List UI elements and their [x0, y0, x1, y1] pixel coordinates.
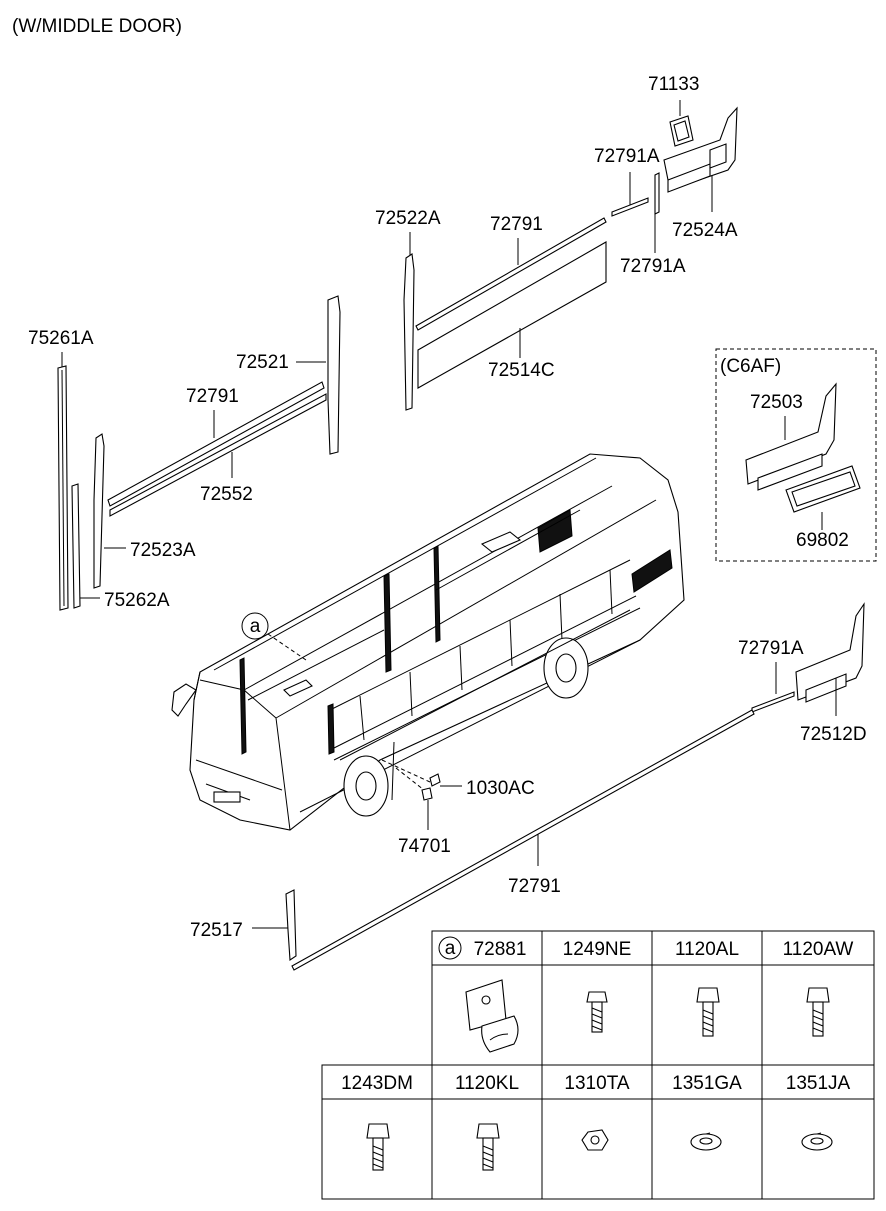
- washer-icon: [801, 1132, 833, 1151]
- label-72791A-top: 72791A: [594, 146, 660, 167]
- bus-body: [171, 453, 685, 831]
- callout-a-circle: [241, 612, 269, 640]
- part-72791-upper-strip: [415, 217, 607, 331]
- part-72791A-strip-top: [611, 197, 649, 217]
- label-72517: 72517: [190, 920, 243, 941]
- label-c6af: (C6AF): [720, 356, 781, 377]
- label-1030AC: 1030AC: [466, 778, 535, 799]
- table-code-1120AL: 1120AL: [675, 939, 739, 960]
- table-code-72881: 72881: [474, 939, 527, 960]
- label-75261A: 75261A: [28, 328, 94, 349]
- table-code-1310TA: 1310TA: [564, 1073, 629, 1094]
- table-callout-a-circle: [438, 936, 462, 960]
- bolt-icon: [586, 991, 608, 1033]
- label-72791A-right: 72791A: [738, 638, 804, 659]
- part-72521-pillar: [327, 295, 341, 455]
- part-72791A-strip-right: [751, 691, 795, 713]
- part-72517-pillar: [285, 889, 297, 961]
- table-callout-a-letter: a: [445, 938, 456, 959]
- part-72524A-panel: [663, 106, 738, 193]
- label-72524A: 72524A: [672, 220, 738, 241]
- part-72523A-pillar: [93, 433, 105, 589]
- label-72791-left: 72791: [186, 386, 239, 407]
- label-72791-upper: 72791: [490, 214, 543, 235]
- label-72503: 72503: [750, 392, 803, 413]
- clip-bracket-icon: [465, 979, 519, 1053]
- table-code-1249NE: 1249NE: [563, 939, 632, 960]
- diagram-title: (W/MIDDLE DOOR): [12, 16, 182, 37]
- table-code-1120AW: 1120AW: [783, 939, 854, 960]
- bolt-icon: [476, 1123, 500, 1171]
- label-72522A: 72522A: [375, 208, 441, 229]
- label-74701: 74701: [398, 836, 451, 857]
- label-72521: 72521: [236, 352, 289, 373]
- part-72791-left-strip: [107, 381, 325, 507]
- label-71133: 71133: [648, 74, 699, 95]
- bolt-icon: [696, 987, 720, 1037]
- label-69802: 69802: [796, 530, 849, 551]
- bolt-icon: [806, 987, 830, 1037]
- part-72514C-panel: [417, 241, 607, 389]
- callout-a-letter: a: [250, 616, 261, 637]
- washer-icon: [690, 1132, 722, 1151]
- table-code-1351GA: 1351GA: [672, 1073, 742, 1094]
- table-code-1243DM: 1243DM: [341, 1073, 413, 1094]
- bolt-icon: [366, 1123, 390, 1171]
- part-72512D-panel: [795, 602, 865, 703]
- part-74701-clip: [421, 787, 433, 801]
- table-code-1120KL: 1120KL: [455, 1073, 519, 1094]
- label-72791A-mid: 72791A: [620, 256, 686, 277]
- nut-icon: [581, 1129, 609, 1151]
- label-72512D: 72512D: [800, 724, 867, 745]
- label-72523A: 72523A: [130, 540, 196, 561]
- label-72514C: 72514C: [488, 360, 555, 381]
- label-75262A: 75262A: [104, 590, 170, 611]
- part-72522A-pillar: [403, 253, 415, 411]
- label-72791-lower: 72791: [508, 876, 561, 897]
- part-72503-panel: [745, 382, 837, 491]
- table-code-1351JA: 1351JA: [786, 1073, 851, 1094]
- label-72552: 72552: [200, 484, 253, 505]
- c6af-group-box: [715, 348, 877, 562]
- fasteners-table: [321, 930, 875, 1200]
- part-75262A-seal: [71, 483, 81, 609]
- part-72552-strip: [109, 393, 327, 517]
- part-1030AC-screw: [429, 773, 441, 787]
- part-72791A-strip-vertical: [654, 172, 660, 215]
- part-71133-cap: [669, 115, 694, 147]
- part-72791-lower-strip: [291, 709, 755, 971]
- part-69802-bezel: [785, 465, 861, 513]
